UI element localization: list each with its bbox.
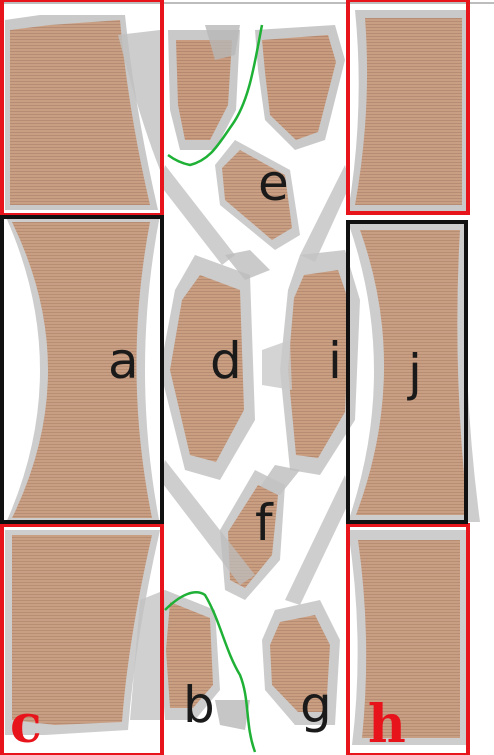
label-c: c xyxy=(10,694,42,755)
label-a: a xyxy=(108,332,139,390)
left-column-grains xyxy=(5,15,160,735)
label-i: i xyxy=(328,332,342,390)
center-lower-grains xyxy=(130,460,350,730)
black-box-j xyxy=(346,220,468,524)
grain-boundary-line-bottom xyxy=(164,591,257,753)
right-column-grains xyxy=(348,10,480,745)
grain-boundary-line-top xyxy=(167,24,264,167)
label-d: d xyxy=(210,332,242,390)
black-box-a xyxy=(0,215,164,524)
red-box-top-right xyxy=(346,0,470,215)
label-e: e xyxy=(258,154,289,212)
red-box-bottom-left xyxy=(0,523,164,755)
label-j: j xyxy=(407,344,422,402)
label-g: g xyxy=(300,676,332,734)
label-b: b xyxy=(183,676,215,734)
center-middle-grains xyxy=(160,250,360,495)
label-f: f xyxy=(255,494,274,552)
red-box-bottom-right xyxy=(346,523,470,755)
center-upper-grains xyxy=(118,25,350,265)
label-h: h xyxy=(368,694,406,755)
